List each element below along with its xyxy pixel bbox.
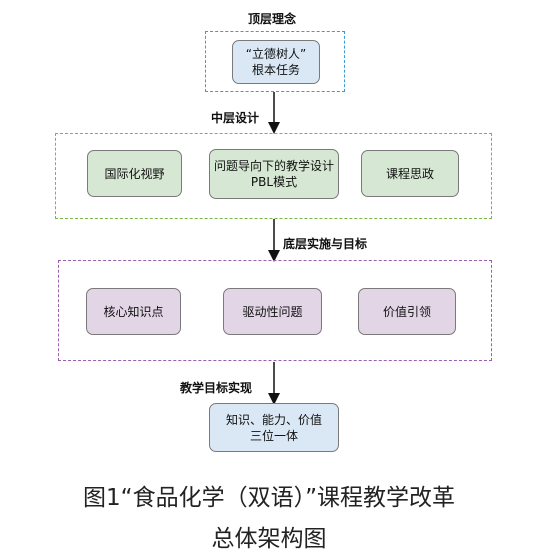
frame-middle-design: [55, 133, 492, 219]
label-top-concept: 顶层理念: [248, 12, 297, 26]
node-driving-question-label: 驱动性问题: [242, 304, 303, 319]
node-value-guidance-label: 价值引领: [382, 304, 431, 319]
node-lide-shuren-line2: 根本任务: [251, 63, 300, 77]
frame-bottom-implementation: [58, 260, 492, 361]
frame-top-concept: [205, 31, 345, 92]
node-lide-shuren-line1: “立德树人”: [245, 47, 307, 61]
node-problem-oriented-design-line2: PBL模式: [250, 175, 298, 189]
node-problem-oriented-design: 问题导向下的教学设计 PBL模式: [209, 149, 339, 199]
node-trinity-goal-line1: 知识、能力、价值: [225, 412, 322, 427]
node-core-knowledge: 核心知识点: [86, 288, 181, 335]
node-trinity-goal-line2: 三位一体: [249, 428, 298, 443]
node-international-vision-label: 国际化视野: [104, 166, 165, 181]
node-trinity-goal: 知识、能力、价值 三位一体: [209, 403, 339, 452]
node-value-guidance: 价值引领: [358, 288, 456, 335]
node-core-knowledge-label: 核心知识点: [103, 304, 164, 319]
node-lide-shuren: “立德树人” 根本任务: [232, 40, 320, 84]
node-curriculum-ideology: 课程思政: [361, 150, 459, 197]
node-problem-oriented-design-line1: 问题导向下的教学设计: [213, 159, 334, 173]
label-bottom-implementation: 底层实施与目标: [283, 237, 368, 251]
node-curriculum-ideology-label: 课程思政: [385, 166, 434, 181]
label-middle-design: 中层设计: [211, 111, 260, 125]
label-teaching-goal: 教学目标实现: [180, 381, 253, 395]
figure-caption-line1: 图1“食品化学（双语）”课程教学改革: [83, 485, 455, 511]
node-international-vision: 国际化视野: [87, 150, 182, 197]
node-driving-question: 驱动性问题: [223, 288, 322, 335]
figure-caption-line2: 总体架构图: [211, 526, 327, 552]
